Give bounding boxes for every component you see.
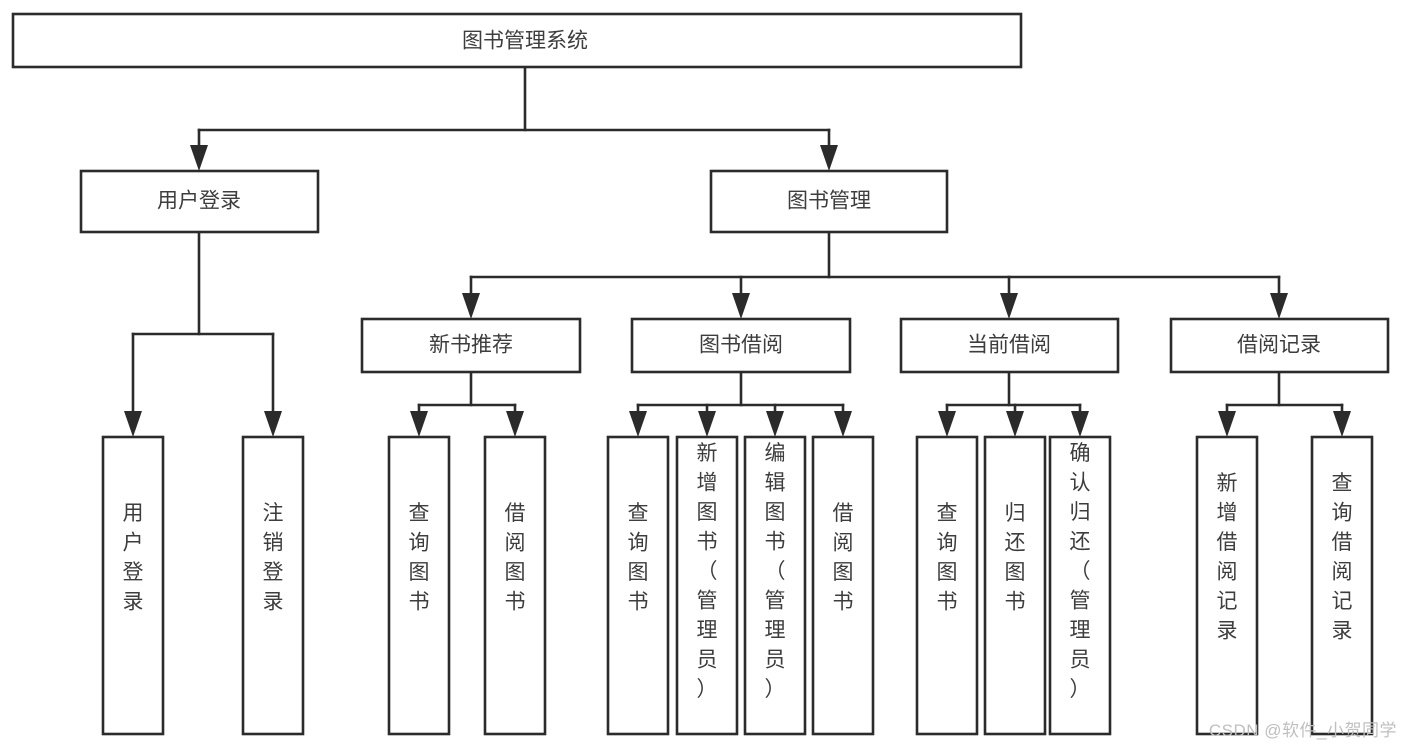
- node-label-vertical: 用户登录: [123, 502, 144, 614]
- node-label-vertical: 借阅图书: [833, 502, 854, 614]
- arrow-head-icon: [629, 411, 647, 437]
- node-label-vertical: 查询图书: [937, 502, 958, 614]
- node-new-book-recommend[interactable]: 新书推荐: [360, 317, 582, 374]
- node-label: 图书借阅: [699, 334, 783, 357]
- connector-group-book-mgmt: [462, 230, 1288, 319]
- node-label-vertical: 新增图书（管理员）: [697, 442, 718, 701]
- node-box[interactable]: [241, 435, 305, 736]
- leaf-node-borrow-book[interactable]: 借阅图书: [811, 435, 875, 736]
- connector-group-user-login: [124, 230, 282, 437]
- arrow-head-icon: [1333, 411, 1351, 437]
- node-label: 借阅记录: [1237, 334, 1321, 357]
- node-label-vertical: 注销登录: [263, 502, 284, 614]
- node-label-root: 图书管理系统: [462, 30, 588, 53]
- arrow-head-icon: [124, 411, 142, 437]
- node-box[interactable]: [1048, 435, 1112, 736]
- leaf-node-user-login[interactable]: 用户登录: [101, 435, 165, 736]
- arrow-head-icon: [1000, 293, 1018, 319]
- arrow-head-icon: [1218, 411, 1236, 437]
- node-label-vertical: 查询借阅记录: [1332, 472, 1353, 643]
- leaf-node-edit-book-admin[interactable]: 编辑图书（管理员）: [743, 435, 807, 736]
- node-box[interactable]: [606, 435, 670, 736]
- arrow-head-icon: [732, 293, 750, 319]
- connector-group-current-borrow: [938, 370, 1089, 437]
- node-box[interactable]: [743, 435, 807, 736]
- arrow-head-icon: [1006, 411, 1024, 437]
- arrow-head-icon: [1270, 293, 1288, 319]
- node-label: 当前借阅: [967, 334, 1051, 357]
- csdn-watermark: CSDN @软件_小贺同学: [1208, 721, 1397, 740]
- arrow-head-icon: [834, 411, 852, 437]
- arrow-head-icon: [766, 411, 784, 437]
- connector-group-book-borrow: [629, 370, 852, 437]
- connector-group-root: [190, 65, 838, 171]
- node-box[interactable]: [387, 435, 451, 736]
- arrow-head-icon: [190, 145, 208, 171]
- node-box[interactable]: [1195, 435, 1259, 736]
- node-label-vertical: 编辑图书（管理员）: [765, 442, 786, 701]
- node-book-management[interactable]: 图书管理: [709, 169, 949, 234]
- arrow-head-icon: [264, 411, 282, 437]
- arrow-head-icon: [820, 145, 838, 171]
- node-box[interactable]: [811, 435, 875, 736]
- node-root-system[interactable]: 图书管理系统: [11, 12, 1023, 69]
- leaf-node-confirm-return-admin[interactable]: 确认归还（管理员）: [1048, 435, 1112, 736]
- node-box[interactable]: [675, 435, 739, 736]
- arrow-head-icon: [1071, 411, 1089, 437]
- node-user-login[interactable]: 用户登录: [79, 169, 320, 234]
- node-label-vertical: 归还图书: [1005, 502, 1026, 614]
- connector-group-new-book-rec: [410, 370, 524, 437]
- node-label-vertical: 新增借阅记录: [1217, 472, 1238, 643]
- leaf-node-logout[interactable]: 注销登录: [241, 435, 305, 736]
- node-box[interactable]: [899, 317, 1120, 374]
- node-label: 新书推荐: [429, 334, 513, 357]
- node-label: 用户登录: [157, 190, 241, 213]
- node-label-vertical: 查询图书: [628, 502, 649, 614]
- node-box[interactable]: [79, 169, 320, 234]
- arrow-head-icon: [410, 411, 428, 437]
- arrow-head-icon: [938, 411, 956, 437]
- node-box[interactable]: [483, 435, 547, 736]
- node-label-vertical: 确认归还（管理员）: [1070, 442, 1091, 701]
- node-box[interactable]: [630, 317, 852, 374]
- node-book-borrow[interactable]: 图书借阅: [630, 317, 852, 374]
- node-box[interactable]: [1169, 317, 1390, 374]
- leaf-node-add-book-admin[interactable]: 新增图书（管理员）: [675, 435, 739, 736]
- node-label: 图书管理: [787, 190, 871, 213]
- node-label-vertical: 查询图书: [409, 502, 430, 614]
- node-box[interactable]: [101, 435, 165, 736]
- arrow-head-icon: [698, 411, 716, 437]
- node-box[interactable]: [11, 12, 1023, 69]
- node-borrow-record[interactable]: 借阅记录: [1169, 317, 1390, 374]
- node-box[interactable]: [983, 435, 1047, 736]
- node-box[interactable]: [915, 435, 979, 736]
- leaf-node-query-books-borrow[interactable]: 查询图书: [606, 435, 670, 736]
- node-label-vertical: 借阅图书: [505, 502, 526, 614]
- arrow-head-icon: [462, 293, 480, 319]
- node-current-borrow[interactable]: 当前借阅: [899, 317, 1120, 374]
- leaf-node-query-books-rec[interactable]: 查询图书: [387, 435, 451, 736]
- leaf-node-query-borrow-record[interactable]: 查询借阅记录: [1310, 435, 1374, 736]
- node-box[interactable]: [1310, 435, 1374, 736]
- arrow-head-icon: [506, 411, 524, 437]
- leaf-node-borrow-books-rec[interactable]: 借阅图书: [483, 435, 547, 736]
- node-box[interactable]: [360, 317, 582, 374]
- leaf-node-return-book[interactable]: 归还图书: [983, 435, 1047, 736]
- connector-group-borrow-record: [1218, 370, 1351, 437]
- leaf-node-query-books-current[interactable]: 查询图书: [915, 435, 979, 736]
- node-box[interactable]: [709, 169, 949, 234]
- leaf-node-add-borrow-record[interactable]: 新增借阅记录: [1195, 435, 1259, 736]
